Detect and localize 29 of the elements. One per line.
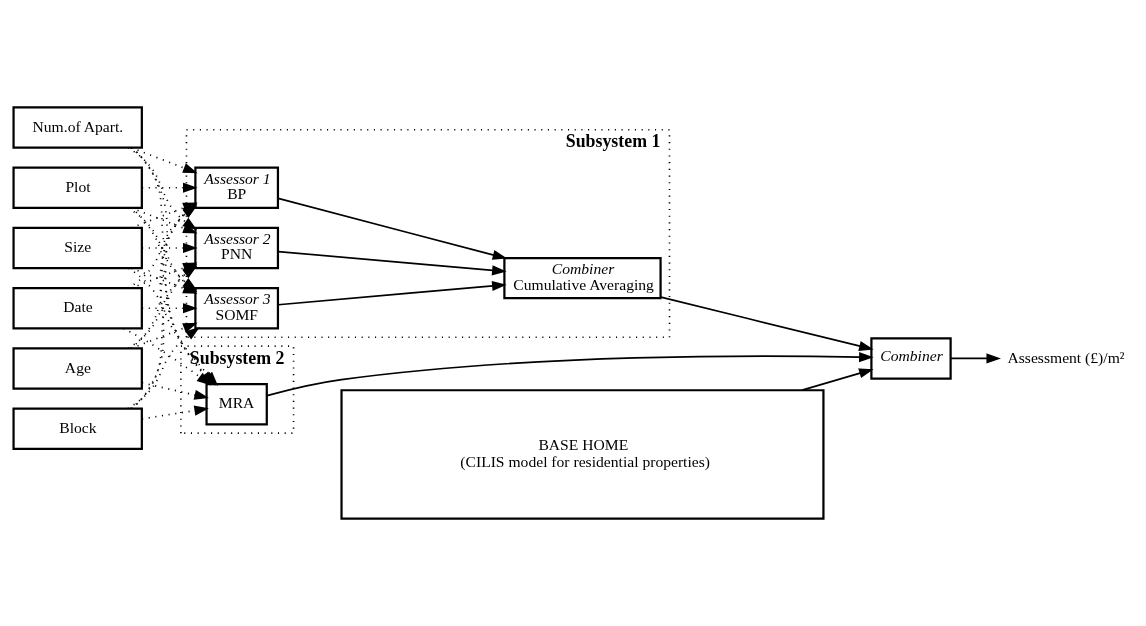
arrow: [141, 405, 209, 420]
arrow: [130, 322, 198, 350]
arrow: [141, 242, 198, 254]
node-box: Plot: [12, 166, 143, 209]
node-box: Block: [12, 407, 143, 450]
arrow: [950, 353, 1001, 364]
node-box: Assessor 3 SOMF: [194, 287, 280, 330]
arrow: [141, 303, 198, 314]
node-box: BASE HOME (CILIS model for residential properties): [340, 389, 825, 520]
arrow: [277, 250, 507, 276]
arrow: [660, 296, 874, 351]
arrow: [801, 368, 874, 391]
node-box: MRA: [205, 383, 268, 426]
node-box: Age: [12, 347, 143, 390]
node-box: Assessor 2 PNN: [194, 226, 280, 270]
arrow: [277, 197, 508, 260]
node-box: Combiner: [870, 337, 952, 380]
node-box: Assessor 1 BP: [194, 166, 280, 209]
node-box: Combiner Cumulative Averaging: [503, 256, 662, 300]
arrow: [266, 351, 874, 397]
arrow: [122, 327, 212, 386]
node-text: Assessment (£)/m²: [1007, 348, 1125, 366]
arrow: [141, 382, 209, 400]
node-box: Date: [12, 287, 143, 330]
node-box: Num.of Apart.: [12, 106, 143, 149]
node-box: Size: [12, 226, 143, 270]
arrow: [277, 280, 507, 306]
arrow: [127, 326, 200, 410]
arrow: [141, 182, 198, 193]
